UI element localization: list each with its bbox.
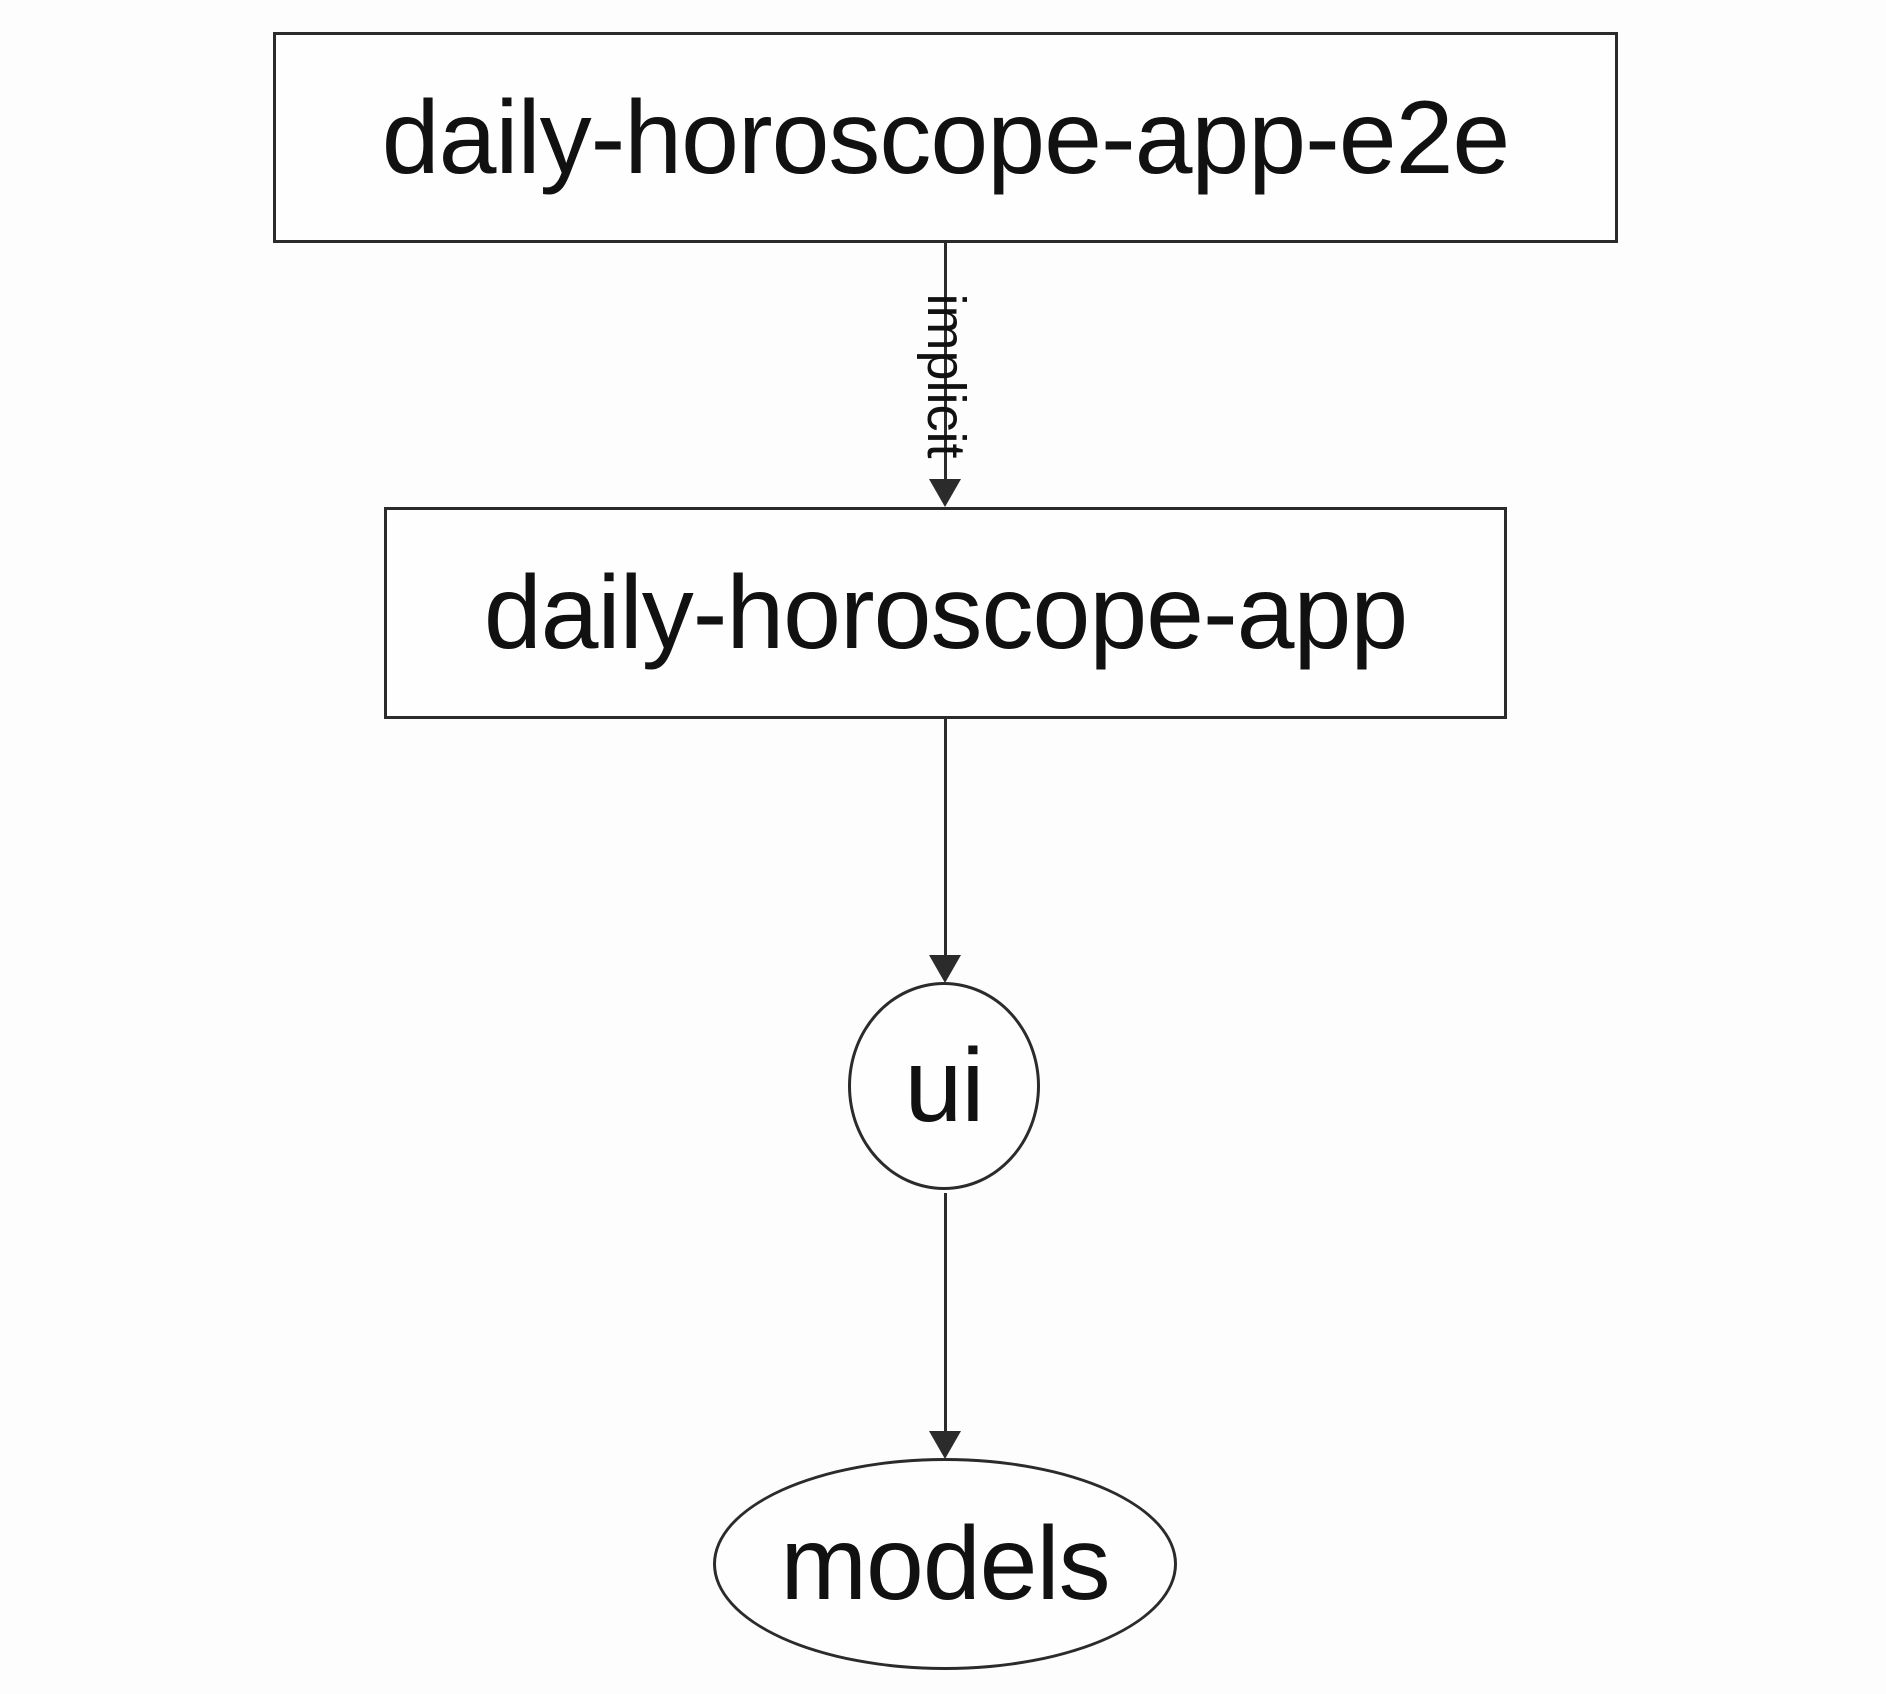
node-label: daily-horoscope-app [483, 555, 1408, 671]
edge-ui-to-models-line [944, 1193, 947, 1432]
edge-e2e-to-app-line [944, 243, 947, 480]
arrowhead-icon [929, 1431, 961, 1459]
node-ui: ui [848, 982, 1040, 1190]
node-models: models [713, 1458, 1177, 1670]
edge-app-to-ui-line [944, 719, 947, 956]
node-daily-horoscope-app: daily-horoscope-app [384, 507, 1507, 719]
node-daily-horoscope-app-e2e: daily-horoscope-app-e2e [273, 32, 1618, 243]
node-label: daily-horoscope-app-e2e [381, 79, 1510, 196]
edge-label-implicit: implicit [916, 293, 976, 459]
arrowhead-icon [929, 955, 961, 983]
node-label: models [780, 1506, 1110, 1622]
arrowhead-icon [929, 479, 961, 507]
node-label: ui [904, 1028, 985, 1144]
